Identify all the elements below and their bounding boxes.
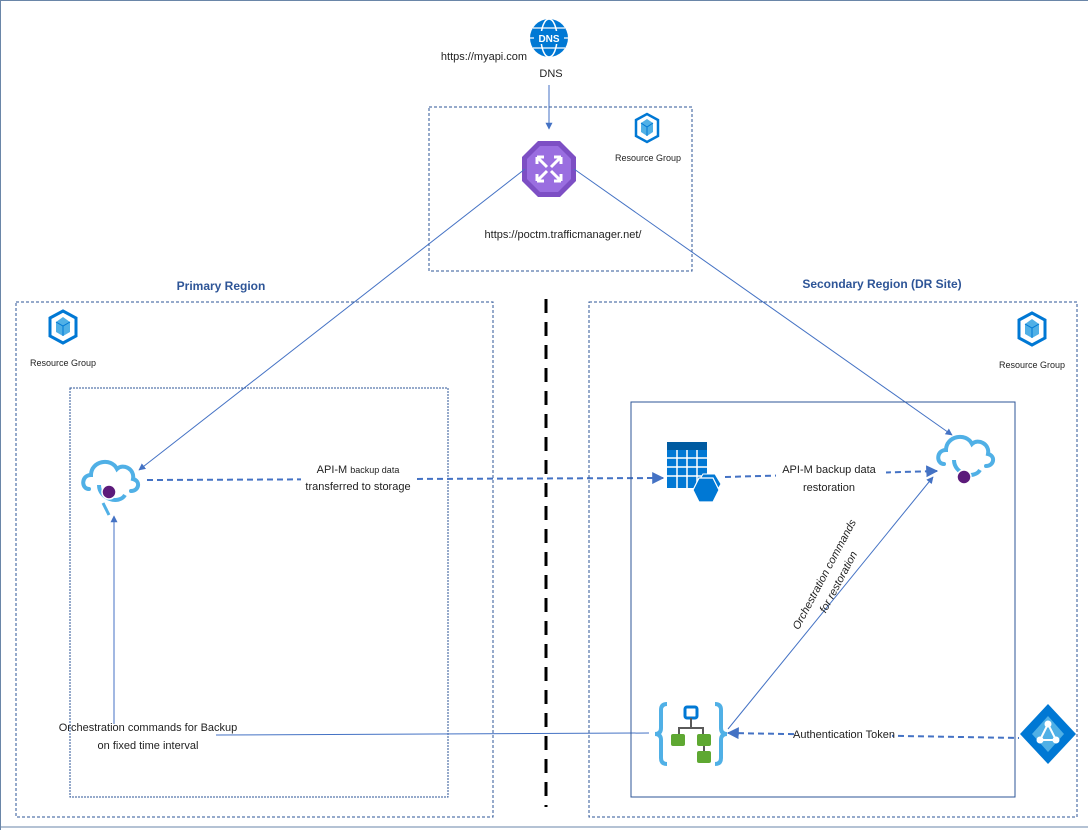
primary-inner-box: [69, 387, 449, 798]
tm-to-primary-apim-arrow: [138, 168, 526, 471]
logic-app-icon: [654, 702, 728, 766]
orch-backup-horizontal-line: [215, 732, 650, 736]
primary-resource-group-label: Resource Group: [30, 358, 96, 368]
dns-icon-text: DNS: [538, 34, 559, 45]
secondary-region-box: [588, 301, 1078, 818]
orch-restore-label: Orchestration commands for restoration: [791, 517, 861, 632]
restore-label-line2: restoration: [803, 482, 855, 494]
restore-label-bg: [776, 461, 886, 495]
traffic-manager-url-label: https://poctm.trafficmanager.net/: [485, 229, 643, 241]
orch-restore-arrow: [727, 476, 934, 730]
primary-resource-group-icon: [48, 309, 78, 345]
backup-transfer-arrow: [146, 472, 665, 485]
restore-label-line1: API-M backup data: [782, 464, 876, 476]
traffic-manager-resource-group-label: Resource Group: [615, 153, 681, 163]
secondary-api-management-icon: [936, 434, 995, 485]
backup-label-line1: API-M backup data: [317, 464, 400, 476]
orch-backup-label-line1: Orchestration commands for Backup: [59, 722, 238, 734]
secondary-resource-group-icon: [1017, 311, 1047, 347]
backup-label-line2: transferred to storage: [305, 481, 410, 493]
primary-api-management-icon: [81, 459, 140, 516]
primary-region-title: Primary Region: [177, 279, 266, 293]
dns-url-label: https://myapi.com: [441, 51, 527, 63]
secondary-resource-group-label: Resource Group: [999, 360, 1065, 370]
dns-label: DNS: [539, 68, 562, 80]
restore-arrow: [724, 465, 939, 478]
primary-region-box: [15, 301, 494, 818]
auth-token-label: Authentication Token: [793, 729, 895, 741]
auth-token-label-bg: [796, 726, 892, 742]
azure-active-directory-icon: [1020, 704, 1076, 764]
dns-icon: DNS: [530, 18, 568, 58]
traffic-manager-icon: [522, 141, 576, 197]
backup-label-bg: [301, 461, 417, 495]
tm-to-secondary-apim-arrow: [573, 168, 953, 436]
secondary-inner-box: [630, 401, 1016, 798]
storage-icon: [667, 442, 722, 503]
orch-backup-label-line2: on fixed time interval: [98, 740, 199, 752]
traffic-manager-resource-group-box: [428, 106, 693, 272]
traffic-manager-resource-group-icon: [634, 112, 660, 144]
secondary-region-title: Secondary Region (DR Site): [802, 277, 961, 291]
